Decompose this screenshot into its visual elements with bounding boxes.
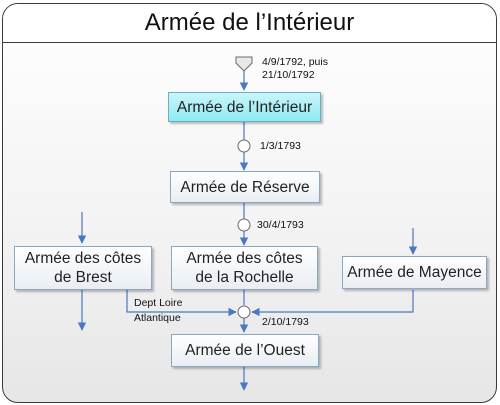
diagram-title: Armée de l’Intérieur bbox=[144, 9, 355, 36]
box-armee-interieur: Armée de l’Intérieur bbox=[168, 92, 321, 122]
connector-brest-circle3 bbox=[126, 290, 237, 317]
date-1: 1/3/1793 bbox=[260, 140, 301, 152]
junction-circle-2 bbox=[237, 218, 251, 232]
box-label: Armée de l’Intérieur bbox=[176, 98, 313, 116]
box-armee-mayence: Armée de Mayence bbox=[342, 256, 487, 289]
date-start-line1: 4/9/1792, puis bbox=[262, 56, 328, 68]
junction-circle-1 bbox=[237, 139, 251, 153]
box-armee-ouest: Armée de l’Ouest bbox=[171, 334, 319, 367]
box-label: Armée de l’Ouest bbox=[185, 342, 305, 359]
box-label-line: de Brest bbox=[54, 269, 112, 286]
start-funnel-icon bbox=[235, 56, 253, 72]
box-label-line: Armée des côtes bbox=[186, 250, 303, 267]
junction-circle-3 bbox=[237, 305, 251, 319]
box-label: Armée de Mayence bbox=[347, 264, 482, 281]
box-label-line: Armée des côtes bbox=[24, 250, 142, 267]
box-label: Armée de Réserve bbox=[180, 178, 310, 196]
box-armee-reserve: Armée de Réserve bbox=[170, 171, 320, 203]
date-3: 2/10/1793 bbox=[262, 316, 309, 328]
date-start-line2: 21/10/1792 bbox=[262, 69, 315, 81]
box-label: Armée des côtes de la Rochelle bbox=[186, 249, 302, 287]
box-armee-rochelle: Armée des côtes de la Rochelle bbox=[171, 246, 318, 290]
dept-line1: Dept Loire bbox=[134, 297, 183, 309]
dept-loire-atlantique: Dept Loire Atlantique bbox=[134, 296, 182, 326]
title-bar: Armée de l’Intérieur bbox=[3, 4, 496, 43]
connector-mayence-circle3 bbox=[251, 290, 414, 317]
box-armee-brest: Armée des côtes de Brest bbox=[14, 246, 152, 290]
box-label-line: de la Rochelle bbox=[195, 269, 294, 286]
date-2: 30/4/1793 bbox=[257, 219, 304, 231]
box-label: Armée des côtes de Brest bbox=[25, 249, 141, 287]
date-start: 4/9/1792, puis 21/10/1792 bbox=[262, 56, 328, 82]
dept-line2: Atlantique bbox=[134, 312, 181, 324]
